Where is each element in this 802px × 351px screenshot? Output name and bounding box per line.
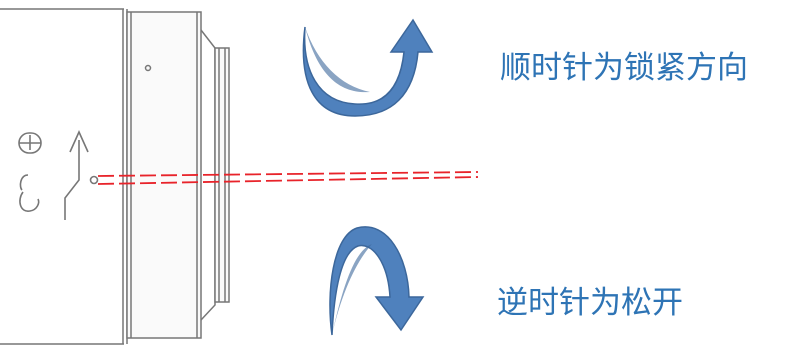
rotate-direction-arrow-icon xyxy=(64,130,99,220)
lens-axis-line xyxy=(97,171,479,185)
closed-padlock-icon xyxy=(18,132,42,154)
counterclockwise-loosen-label: 逆时针为松开 xyxy=(497,285,683,321)
clockwise-arrow-icon xyxy=(302,18,434,117)
counterclockwise-arrow-icon xyxy=(329,226,425,336)
open-padlock-icon xyxy=(19,174,40,212)
clockwise-tighten-label: 顺时针为锁紧方向 xyxy=(500,50,748,86)
